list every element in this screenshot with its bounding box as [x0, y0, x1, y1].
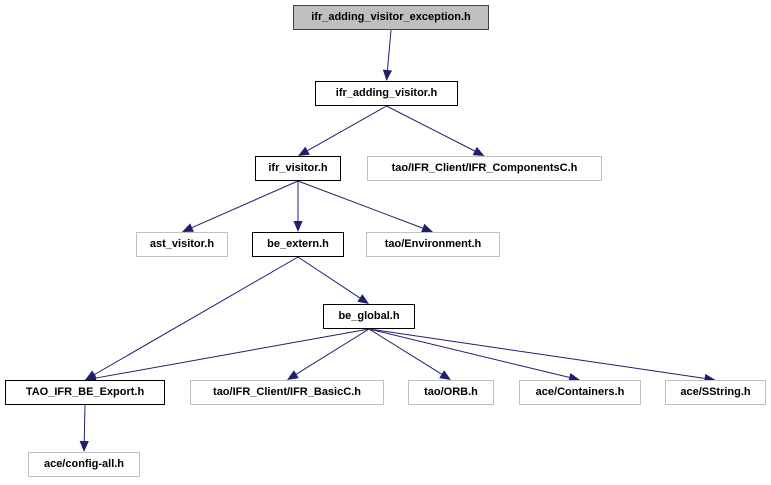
graph-edge: [191, 180, 299, 229]
graph-node-ifr_adding_visitor_exception: ifr_adding_visitor_exception.h: [293, 5, 489, 30]
graph-edge: [83, 404, 86, 442]
graph-edge-arrowhead: [182, 223, 194, 232]
graph-node-label: tao/ORB.h: [424, 386, 478, 398]
graph-node-label: ace/Containers.h: [535, 386, 625, 398]
graph-node-label: ifr_adding_visitor_exception.h: [311, 11, 471, 23]
graph-node-label: tao/IFR_Client/IFR_ComponentsC.h: [391, 162, 578, 174]
graph-node-TAO_IFR_BE_Export[interactable]: TAO_IFR_BE_Export.h: [5, 380, 165, 405]
graph-edge: [297, 180, 423, 229]
graph-node-label: ifr_adding_visitor.h: [335, 87, 438, 99]
graph-node-label: tao/Environment.h: [384, 238, 482, 250]
graph-edge: [95, 328, 370, 379]
graph-edge: [296, 328, 370, 375]
graph-node-label: ace/config-all.h: [43, 458, 125, 470]
graph-node-label: tao/IFR_Client/IFR_BasicC.h: [213, 386, 361, 398]
graph-edge-arrowhead: [79, 440, 89, 452]
graph-node-tao_ORB[interactable]: tao/ORB.h: [408, 380, 494, 405]
graph-node-ace_SString[interactable]: ace/SString.h: [665, 380, 766, 405]
graph-edge: [94, 256, 299, 375]
graph-node-label: be_extern.h: [267, 238, 329, 250]
graph-node-label: TAO_IFR_BE_Export.h: [25, 386, 145, 398]
graph-edge-arrowhead: [439, 370, 451, 380]
graph-edge-arrowhead: [472, 146, 485, 156]
graph-node-ace_config_all[interactable]: ace/config-all.h: [28, 452, 140, 477]
graph-node-label: ace/SString.h: [680, 386, 751, 398]
graph-edge-arrowhead: [568, 372, 580, 382]
graph-edge-arrowhead: [298, 146, 310, 156]
graph-edge: [297, 256, 361, 299]
graph-edge-arrowhead: [357, 294, 369, 304]
graph-node-be_extern[interactable]: be_extern.h: [252, 232, 344, 257]
graph-node-tao_Environment[interactable]: tao/Environment.h: [366, 232, 500, 257]
graph-node-label: ast_visitor.h: [149, 238, 215, 250]
graph-node-ace_Containers[interactable]: ace/Containers.h: [519, 380, 641, 405]
graph-edge: [386, 105, 475, 152]
graph-node-ifr_visitor[interactable]: ifr_visitor.h: [255, 156, 341, 181]
graph-edge: [368, 328, 442, 375]
graph-node-ifr_adding_visitor[interactable]: ifr_adding_visitor.h: [315, 81, 458, 106]
graph-node-ast_visitor[interactable]: ast_visitor.h: [136, 232, 228, 257]
graph-edge-arrowhead: [421, 223, 433, 233]
graph-node-IFR_ComponentsC[interactable]: tao/IFR_Client/IFR_ComponentsC.h: [367, 156, 602, 181]
graph-edge-arrowhead: [382, 69, 393, 81]
graph-edge-arrowhead: [293, 221, 303, 232]
graph-edge: [368, 328, 705, 379]
graph-edge: [386, 29, 392, 71]
graph-node-label: ifr_visitor.h: [268, 162, 328, 174]
graph-edge: [368, 328, 570, 378]
graph-node-be_global[interactable]: be_global.h: [323, 304, 415, 329]
graph-node-label: be_global.h: [338, 310, 400, 322]
graph-edge: [307, 105, 387, 152]
graph-edge-arrowhead: [287, 370, 299, 380]
graph-node-IFR_BasicC[interactable]: tao/IFR_Client/IFR_BasicC.h: [190, 380, 384, 405]
